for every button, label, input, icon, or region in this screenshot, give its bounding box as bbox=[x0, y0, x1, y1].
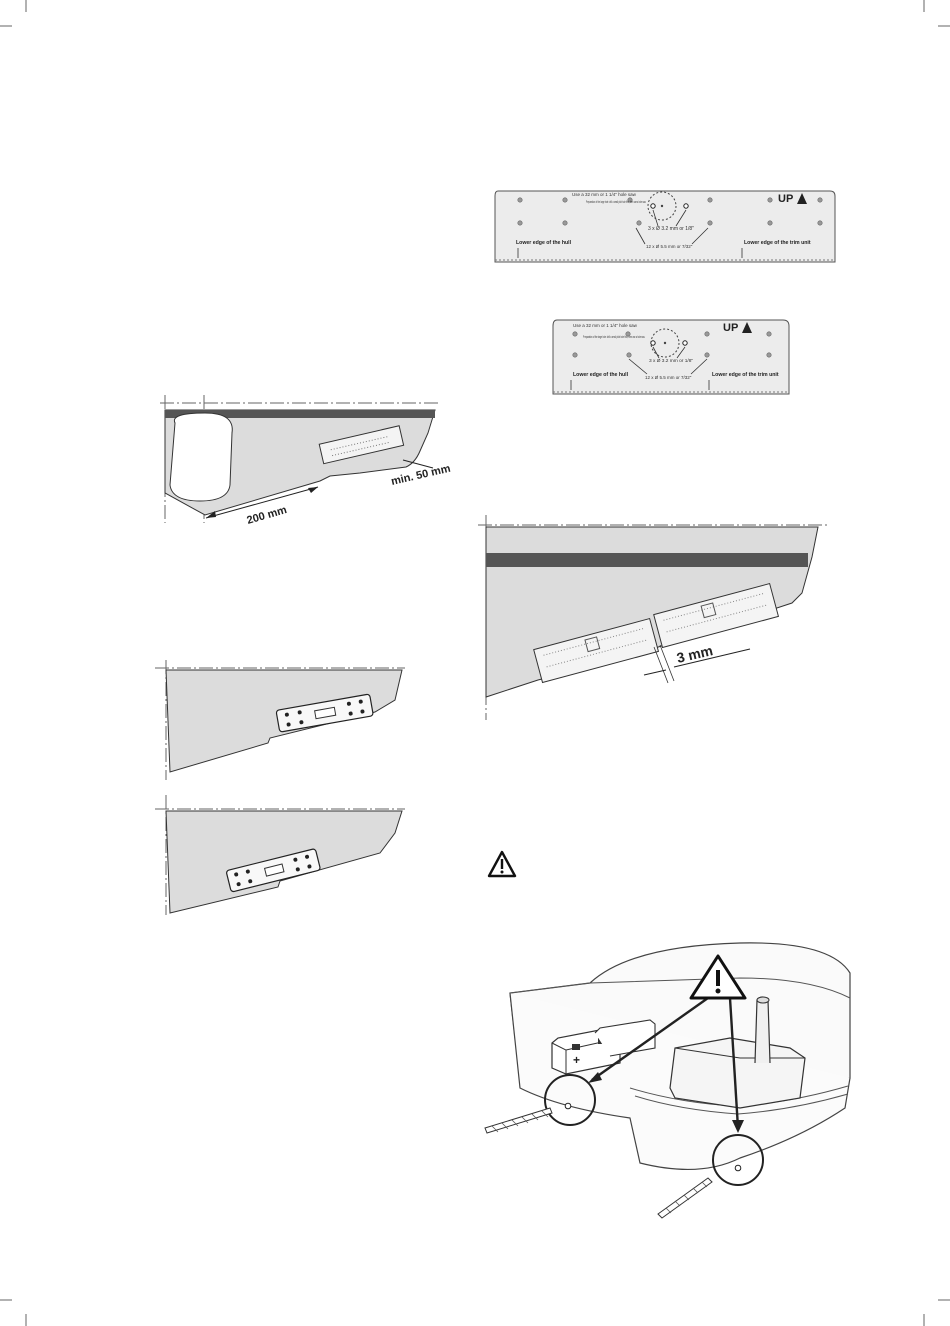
small-holes-small: 3 x Ø 3.2 mm or 1/8" bbox=[649, 358, 693, 364]
template-large-figure: Use a 32 mm or 1 1/4" hole saw Preparati… bbox=[490, 186, 840, 270]
double-plate-gap-figure: 3 mm bbox=[478, 515, 833, 725]
up-label-large: UP bbox=[778, 193, 793, 205]
warning-icon-large bbox=[689, 954, 747, 1000]
screw-holes-small: 12 x Ø 5.5 mm or 7/32" bbox=[645, 375, 692, 380]
hole-note-large: Use a 32 mm or 1 1/4" hole saw bbox=[572, 192, 637, 197]
mounted-plate-lower-figure bbox=[150, 795, 410, 920]
template-small-figure: Use a 32 mm or 1 1/4" hole saw Preparati… bbox=[549, 314, 794, 398]
trim-label-small: Lower edge of the trim unit bbox=[712, 372, 779, 378]
up-label-small: UP bbox=[723, 322, 738, 334]
drilling-warning-illustration: + bbox=[480, 938, 855, 1219]
up-arrow-icon bbox=[742, 322, 752, 333]
up-arrow-icon bbox=[797, 193, 807, 204]
transom-distance-figure: 200 mm min. 50 mm bbox=[150, 393, 460, 543]
hole-note-small: Use a 32 mm or 1 1/4" hole saw bbox=[573, 323, 638, 328]
hull-label-large: Lower edge of the hull bbox=[516, 240, 572, 246]
small-holes-large: 3 x Ø 3.2 mm or 1/8" bbox=[648, 226, 694, 232]
prep-note-large: Preparation of the large hole: drill a s… bbox=[586, 200, 646, 204]
mounted-plate-figure bbox=[150, 660, 410, 785]
drill-bit-icon bbox=[484, 1107, 713, 1219]
prep-note-small: Preparation of the large hole: drill a s… bbox=[583, 335, 645, 339]
warning-icon bbox=[487, 850, 517, 878]
trim-label-large: Lower edge of the trim unit bbox=[744, 240, 811, 246]
screw-holes-large: 12 x Ø 5.5 mm or 7/32" bbox=[646, 244, 693, 249]
distance-label-200: 200 mm bbox=[246, 504, 289, 527]
svg-text:+: + bbox=[573, 1053, 580, 1067]
hull-label-small: Lower edge of the hull bbox=[573, 372, 629, 378]
